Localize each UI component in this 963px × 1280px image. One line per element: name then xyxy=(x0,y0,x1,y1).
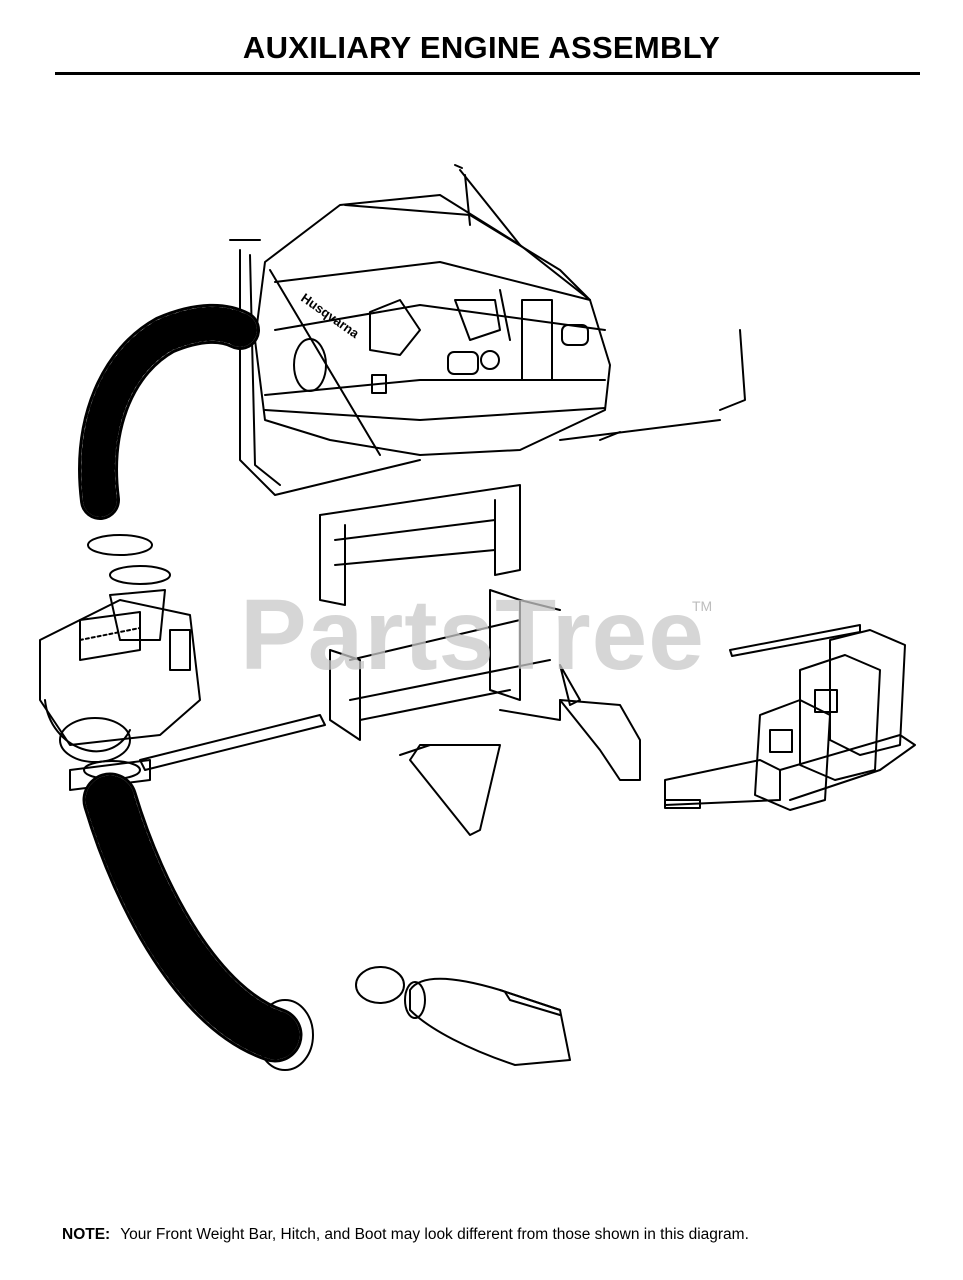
support-rail xyxy=(69,714,326,791)
hose-clamp-upper xyxy=(109,565,171,585)
note-text: Your Front Weight Bar, Hitch, and Boot m… xyxy=(120,1226,749,1243)
mount-frame xyxy=(319,484,641,836)
blower-engine xyxy=(39,589,201,763)
title-divider xyxy=(55,72,920,75)
watermark-text: PartsTree xyxy=(240,579,705,691)
footer-note: NOTE: Your Front Weight Bar, Hitch, and … xyxy=(62,1226,749,1244)
lower-flex-hose xyxy=(82,772,314,1071)
watermark-trademark: TM xyxy=(692,598,713,614)
note-label: NOTE: xyxy=(62,1226,111,1243)
upper-flex-hose xyxy=(78,303,260,556)
nozzle-boot xyxy=(404,977,571,1066)
page-title: AUXILIARY ENGINE ASSEMBLY xyxy=(242,30,721,65)
front-weights xyxy=(754,629,906,811)
hose-clamp-lower xyxy=(355,966,405,1004)
collector-hopper xyxy=(229,164,746,496)
